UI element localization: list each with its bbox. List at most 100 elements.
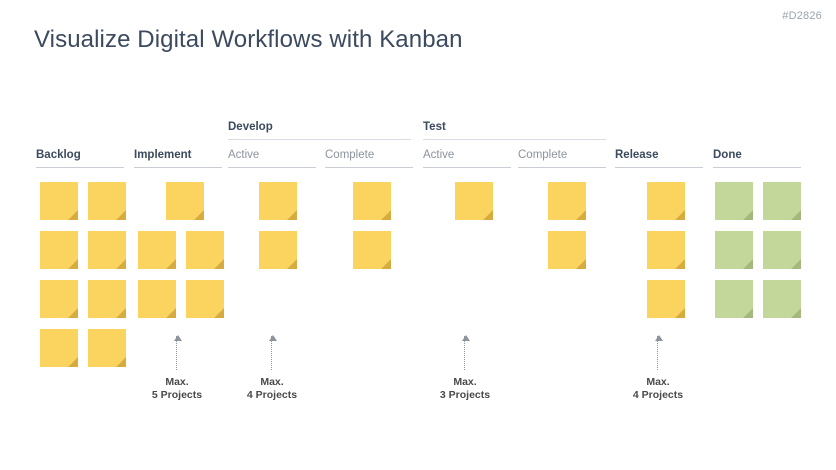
card-body xyxy=(647,280,685,318)
card-fold-corner-icon xyxy=(68,357,78,367)
card-body xyxy=(455,182,493,220)
wip-limit-value: 3 Projects xyxy=(439,389,491,401)
card-fold-corner-icon xyxy=(381,210,391,220)
card-fold-corner-icon xyxy=(166,308,176,318)
card-fold-corner-icon xyxy=(576,210,586,220)
column-header-develop-active[interactable]: Active xyxy=(228,149,260,161)
kanban-card[interactable] xyxy=(548,231,586,269)
column-header-backlog[interactable]: Backlog xyxy=(36,149,81,161)
card-body xyxy=(763,182,801,220)
card-body xyxy=(88,231,126,269)
kanban-card[interactable] xyxy=(186,280,224,318)
card-body xyxy=(138,280,176,318)
kanban-card[interactable] xyxy=(353,231,391,269)
kanban-card[interactable] xyxy=(88,280,126,318)
card-fold-corner-icon xyxy=(675,210,685,220)
column-header-test-complete[interactable]: Complete xyxy=(518,149,568,161)
kanban-card[interactable] xyxy=(40,280,78,318)
wip-limit-label: Max. xyxy=(260,376,284,388)
kanban-card[interactable] xyxy=(715,231,753,269)
card-body xyxy=(40,231,78,269)
card-body xyxy=(548,182,586,220)
kanban-card[interactable] xyxy=(138,231,176,269)
kanban-card[interactable] xyxy=(763,280,801,318)
column-header-release[interactable]: Release xyxy=(615,149,659,161)
kanban-card[interactable] xyxy=(647,231,685,269)
wip-limit-release: Max.4 Projects xyxy=(612,335,704,402)
kanban-card[interactable] xyxy=(763,182,801,220)
card-fold-corner-icon xyxy=(116,357,126,367)
card-body xyxy=(647,231,685,269)
card-body xyxy=(88,182,126,220)
card-fold-corner-icon xyxy=(743,210,753,220)
card-fold-corner-icon xyxy=(791,308,801,318)
kanban-card[interactable] xyxy=(548,182,586,220)
kanban-card[interactable] xyxy=(88,182,126,220)
card-body xyxy=(259,182,297,220)
column-rule-develop-complete xyxy=(325,167,413,168)
card-fold-corner-icon xyxy=(68,259,78,269)
kanban-card[interactable] xyxy=(40,231,78,269)
group-header-develop: Develop xyxy=(228,121,273,133)
kanban-card[interactable] xyxy=(353,182,391,220)
card-fold-corner-icon xyxy=(166,259,176,269)
wip-limit-value: 5 Projects xyxy=(151,389,203,401)
kanban-card[interactable] xyxy=(455,182,493,220)
kanban-card[interactable] xyxy=(715,182,753,220)
card-body xyxy=(548,231,586,269)
card-body xyxy=(88,329,126,367)
column-header-done[interactable]: Done xyxy=(713,149,742,161)
card-fold-corner-icon xyxy=(576,259,586,269)
card-body xyxy=(88,280,126,318)
wip-limit-test-active: Max.3 Projects xyxy=(419,335,511,402)
column-rule-done xyxy=(713,167,801,168)
column-header-implement[interactable]: Implement xyxy=(134,149,192,161)
kanban-card[interactable] xyxy=(259,231,297,269)
kanban-card[interactable] xyxy=(166,182,204,220)
card-fold-corner-icon xyxy=(791,210,801,220)
wip-limit-implement: Max.5 Projects xyxy=(131,335,223,402)
card-fold-corner-icon xyxy=(116,259,126,269)
column-rule-develop-active xyxy=(228,167,316,168)
kanban-card[interactable] xyxy=(763,231,801,269)
card-fold-corner-icon xyxy=(675,308,685,318)
card-body xyxy=(40,280,78,318)
column-header-develop-complete[interactable]: Complete xyxy=(325,149,375,161)
document-code: #D2826 xyxy=(782,10,822,22)
column-rule-test-complete xyxy=(518,167,606,168)
kanban-card[interactable] xyxy=(259,182,297,220)
group-header-test: Test xyxy=(423,121,446,133)
card-body xyxy=(259,231,297,269)
kanban-card[interactable] xyxy=(40,182,78,220)
card-body xyxy=(186,231,224,269)
column-rule-backlog xyxy=(36,167,124,168)
kanban-card[interactable] xyxy=(88,329,126,367)
kanban-card[interactable] xyxy=(647,280,685,318)
kanban-card[interactable] xyxy=(40,329,78,367)
card-fold-corner-icon xyxy=(675,259,685,269)
group-rule-develop xyxy=(228,139,411,140)
up-arrow-icon xyxy=(173,335,182,370)
kanban-card[interactable] xyxy=(88,231,126,269)
kanban-card[interactable] xyxy=(138,280,176,318)
up-arrow-icon xyxy=(461,335,470,370)
card-body xyxy=(715,231,753,269)
card-fold-corner-icon xyxy=(483,210,493,220)
card-body xyxy=(715,182,753,220)
card-fold-corner-icon xyxy=(68,210,78,220)
column-rule-test-active xyxy=(423,167,511,168)
card-body xyxy=(186,280,224,318)
page-title: Visualize Digital Workflows with Kanban xyxy=(34,26,463,53)
wip-limit-label: Max. xyxy=(453,376,477,388)
card-fold-corner-icon xyxy=(381,259,391,269)
up-arrow-icon xyxy=(654,335,663,370)
card-body xyxy=(353,231,391,269)
kanban-card[interactable] xyxy=(715,280,753,318)
card-fold-corner-icon xyxy=(743,308,753,318)
card-body xyxy=(353,182,391,220)
column-header-test-active[interactable]: Active xyxy=(423,149,455,161)
wip-limit-value: 4 Projects xyxy=(632,389,684,401)
kanban-card[interactable] xyxy=(186,231,224,269)
kanban-card[interactable] xyxy=(647,182,685,220)
